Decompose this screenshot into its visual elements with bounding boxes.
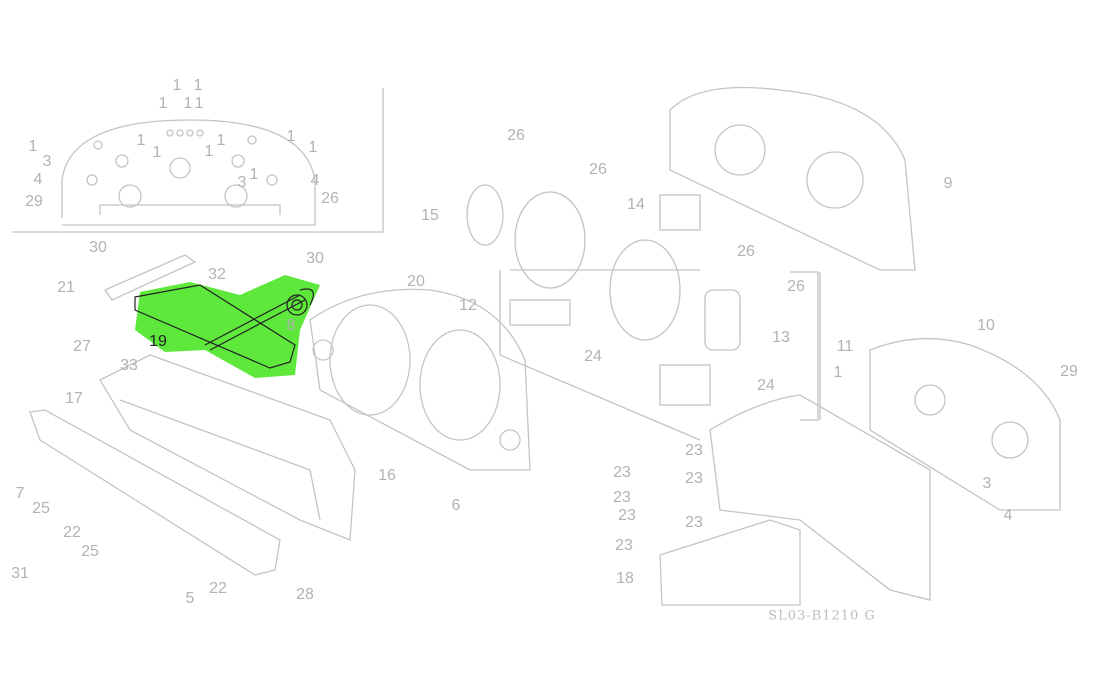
part-callout[interactable]: 29 [1060, 363, 1078, 380]
inset-cluster-outline [61, 119, 316, 226]
part-callout[interactable]: 23 [618, 507, 636, 524]
part-callout[interactable]: 12 [459, 297, 477, 314]
part-17 [29, 409, 281, 576]
part-callout[interactable]: 11 [836, 338, 854, 355]
part-18-group [659, 519, 801, 606]
part-callout[interactable]: 26 [737, 243, 755, 260]
inset-callout: 1 [152, 144, 162, 161]
part-callout[interactable]: 23 [613, 464, 631, 481]
part-callout[interactable]: 16 [378, 467, 396, 484]
inset-callout: 1 [193, 77, 203, 94]
inset-callout: 3 [237, 174, 247, 191]
inset-callout: 1 [183, 95, 193, 112]
part-callout[interactable]: 23 [685, 442, 703, 459]
part-9 [669, 86, 916, 271]
part-callout[interactable]: 30 [306, 250, 324, 267]
inset-frame [12, 88, 384, 233]
part-10 [869, 337, 1061, 511]
part-callout[interactable]: 22 [63, 524, 81, 541]
inset-callout: 1 [216, 132, 226, 149]
part-callout[interactable]: 22 [209, 580, 227, 597]
part-callout[interactable]: 15 [421, 207, 439, 224]
part-callout[interactable]: 17 [65, 390, 83, 407]
part-20 [309, 288, 531, 471]
inset-callout: 29 [25, 193, 43, 210]
part-callout[interactable]: 24 [757, 377, 775, 394]
inset-callout: 1 [204, 143, 214, 160]
part-callout[interactable]: 6 [451, 497, 461, 514]
part-callout[interactable]: 10 [977, 317, 995, 334]
part-callout[interactable]: 5 [185, 590, 195, 607]
inset-callout: 1 [28, 138, 38, 155]
part-callout[interactable]: 25 [32, 500, 50, 517]
inset-callout: 1 [249, 166, 259, 183]
part-callout[interactable]: 1 [833, 364, 843, 381]
part-callout[interactable]: 9 [943, 175, 953, 192]
part-21 [104, 254, 197, 301]
part-24-unit [659, 364, 711, 406]
printed-circuit [709, 394, 931, 601]
part-callout[interactable]: 24 [584, 348, 602, 365]
inset-callout: 1 [194, 95, 204, 112]
part-15 [466, 184, 504, 246]
inset-callout: 1 [308, 139, 318, 156]
drawing-code: SL03-B1210 G [768, 608, 876, 624]
part-callout[interactable]: 26 [787, 278, 805, 295]
inset-callout: 26 [321, 190, 339, 207]
part-14 [659, 194, 701, 231]
part-callout[interactable]: 27 [73, 338, 91, 355]
inset-callout: 1 [286, 128, 296, 145]
part-callout[interactable]: 7 [15, 485, 25, 502]
inset-callout: 1 [158, 95, 168, 112]
inset-callout: 4 [33, 171, 43, 188]
part-19-highlight [134, 275, 320, 378]
part-callout[interactable]: 33 [120, 357, 138, 374]
part-callout[interactable]: 14 [627, 196, 645, 213]
part-callout[interactable]: 13 [772, 329, 790, 346]
part-callout[interactable]: 31 [11, 565, 29, 582]
part-callout[interactable]: 26 [589, 161, 607, 178]
inset-callout: 1 [136, 132, 146, 149]
part-callout[interactable]: 18 [616, 570, 634, 587]
part-callout[interactable]: 30 [89, 239, 107, 256]
part-callout[interactable]: 23 [613, 489, 631, 506]
part-callout[interactable]: 3 [982, 475, 992, 492]
part-callout[interactable]: 32 [208, 266, 226, 283]
part-callout-highlighted[interactable]: 19 [149, 333, 167, 350]
part-callout[interactable]: 8 [286, 317, 296, 334]
part-callout[interactable]: 21 [57, 279, 75, 296]
inset-callout: 1 [172, 77, 182, 94]
part-16 [99, 354, 356, 541]
part-12 [509, 299, 571, 326]
part-callout[interactable]: 4 [1003, 507, 1013, 524]
part-callout[interactable]: 25 [81, 543, 99, 560]
inset-callout: 4 [310, 172, 320, 189]
gauge-tachometer [609, 239, 681, 341]
part-callout[interactable]: 26 [507, 127, 525, 144]
part-callout[interactable]: 23 [685, 514, 703, 531]
gauge-speedometer [514, 191, 586, 289]
part-callout[interactable]: 23 [615, 537, 633, 554]
part-callout[interactable]: 28 [296, 586, 314, 603]
part-callout[interactable]: 20 [407, 273, 425, 290]
inset-callout: 3 [42, 153, 52, 170]
part-13 [704, 289, 741, 351]
part-callout[interactable]: 23 [685, 470, 703, 487]
